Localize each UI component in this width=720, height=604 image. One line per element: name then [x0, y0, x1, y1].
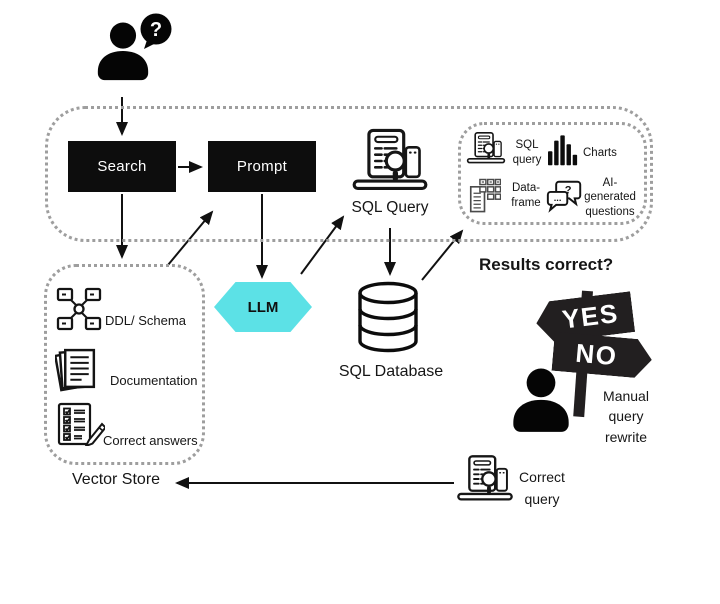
- vector-item-documentation-label: Documentation: [110, 373, 198, 388]
- search-node: Search: [68, 141, 176, 192]
- dataframe-icon: [468, 177, 501, 215]
- checklist-icon: [57, 402, 105, 446]
- vector-item-ddl-label: DDL/ Schema: [105, 313, 186, 328]
- search-node-label: Search: [97, 158, 147, 175]
- correct-query-icon: [456, 453, 514, 505]
- results-item-sql-query-label: SQL query: [512, 139, 542, 166]
- bar-chart-icon: [548, 133, 578, 166]
- prompt-node-label: Prompt: [236, 158, 288, 175]
- vector-store-label: Vector Store: [72, 471, 161, 488]
- sql-query-label: SQL Query: [351, 199, 429, 216]
- llm-node: LLM: [214, 282, 312, 332]
- prompt-node: Prompt: [208, 141, 316, 192]
- sql-database-label: SQL Database: [338, 363, 444, 380]
- documents-icon: [55, 346, 100, 393]
- llm-node-label: LLM: [247, 298, 279, 316]
- manual-rewrite-note: Manual query rewrite: [603, 388, 649, 445]
- results-correct-question: Results correct?: [479, 255, 614, 274]
- schema-icon: [56, 286, 102, 332]
- chat-questions-icon: ? ...: [546, 180, 582, 213]
- generation-stage-container: [45, 106, 653, 242]
- no-sign-label: NO: [574, 337, 619, 372]
- results-item-charts-label: Charts: [583, 147, 617, 159]
- vector-store-container: [44, 264, 205, 465]
- question-bubble-glyph: ?: [150, 19, 162, 41]
- correct-query-label: Correct query: [519, 469, 565, 507]
- laptop-search-icon: [466, 131, 506, 166]
- sql-query-icon: [351, 128, 429, 194]
- yes-sign-label: YES: [560, 297, 621, 335]
- chat-dots-glyph: ...: [554, 193, 562, 203]
- results-item-dataframe-label: Data-frame: [511, 182, 541, 209]
- reviewer-icon: [506, 368, 576, 434]
- question-bubble-icon: ?: [140, 13, 172, 49]
- chat-question-glyph: ?: [565, 184, 572, 196]
- results-item-ai-questions-label: AI-generated questions: [584, 177, 636, 218]
- vector-item-correct-answers-label: Correct answers: [103, 433, 198, 448]
- database-icon: [356, 280, 420, 354]
- results-panel: [458, 122, 647, 225]
